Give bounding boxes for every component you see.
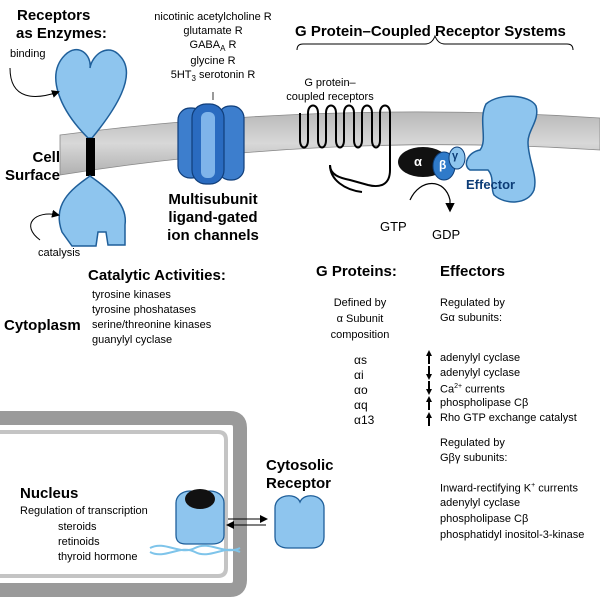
enzymes-title-line2: as Enzymes:	[16, 25, 107, 42]
catalytic-item-1: tyrosine kinases	[92, 289, 171, 301]
galpha-item-5: Rho GTP exchange catalyst	[440, 412, 577, 424]
nuclear-ligand	[185, 489, 215, 509]
effector-protein	[465, 95, 538, 203]
cell-surface-line1: Cell	[32, 149, 60, 166]
g-proteins-title: G Proteins:	[316, 263, 397, 280]
effector-arrows	[426, 350, 432, 426]
nucleus-subtitle: Regulation of transcription	[20, 505, 148, 517]
galpha-item-2: adenylyl cyclase	[440, 367, 521, 379]
galpha-heading-2: Gα subunits:	[440, 312, 502, 324]
gamma-label: γ	[452, 150, 459, 162]
cytoplasm-boundary	[0, 411, 247, 597]
gbg-heading-2: Gβγ subunits:	[440, 452, 508, 464]
gdp-label: GDP	[432, 227, 461, 242]
nucleus-item-1: steroids	[58, 521, 97, 533]
gbg-item-4: phosphatidyl inositol-3-kinase	[440, 529, 585, 541]
catalytic-item-4: guanylyl cyclase	[92, 334, 173, 346]
ion-receptor-4: glycine R	[190, 55, 236, 67]
galpha-item-3: Ca2+ currents	[440, 383, 505, 396]
gpcr-label-line2: coupled receptors	[286, 91, 374, 103]
effectors-title: Effectors	[440, 263, 506, 280]
g-proteins-desc-2: α Subunit	[336, 313, 384, 325]
cytosolic-title-line1: Cytosolic	[266, 457, 334, 474]
ion-title-line2: ligand-gated	[168, 209, 258, 226]
ion-title-line1: Multisubunit	[168, 191, 258, 208]
g-alpha-i: αi	[354, 368, 364, 382]
enzyme-receptor-catalytic-domain	[58, 175, 126, 247]
binding-arrow	[9, 67, 60, 98]
catalysis-arrow	[30, 209, 60, 241]
beta-label: β	[439, 158, 447, 172]
enzymes-title-line1: Receptors	[17, 7, 91, 24]
nucleus-item-2: retinoids	[58, 536, 100, 548]
gbg-item-3: phospholipase Cβ	[440, 513, 529, 525]
galpha-item-1: adenylyl cyclase	[440, 352, 521, 364]
gtp-label: GTP	[380, 219, 407, 234]
gbg-heading-1: Regulated by	[440, 437, 505, 449]
nuclear-envelope	[0, 430, 228, 578]
gtp-gdp-arrow	[409, 183, 455, 213]
gbg-item-2: adenylyl cyclase	[440, 497, 521, 509]
binding-label: binding	[10, 48, 46, 60]
catalytic-item-2: tyrosine phoshatases	[92, 304, 196, 316]
ion-receptor-2: glutamate R	[183, 25, 243, 37]
ion-receptor-5: 5HT3 serotonin R	[170, 69, 256, 84]
ion-title-line3: ion channels	[167, 227, 259, 244]
g-gamma-subunit	[448, 146, 466, 170]
enzyme-receptor-transmembrane	[86, 138, 95, 176]
galpha-heading-1: Regulated by	[440, 297, 505, 309]
effector-label: Effector	[466, 177, 516, 192]
cytoplasm-label: Cytoplasm	[4, 317, 81, 334]
ion-receptor-3: GABAA R	[189, 39, 237, 54]
catalytic-title: Catalytic Activities:	[88, 267, 226, 284]
galpha-item-4: phospholipase Cβ	[440, 397, 529, 409]
ion-receptor-1: nicotinic acetylcholine R	[154, 11, 272, 23]
alpha-label: α	[414, 154, 422, 169]
gpcr-label-line1: G protein–	[304, 77, 356, 89]
g-alpha-o: αo	[354, 383, 368, 397]
g-alpha-s: αs	[354, 353, 367, 367]
cytosolic-title-line2: Receptor	[266, 475, 332, 492]
enzyme-receptor-binding-domain	[55, 48, 128, 139]
nucleus-title: Nucleus	[20, 485, 79, 502]
cytosolic-receptor	[274, 495, 325, 549]
gpcr-title: G Protein–Coupled Receptor Systems	[295, 23, 566, 40]
gpcr-title-bracket	[296, 34, 574, 51]
g-proteins-desc-3: composition	[330, 329, 390, 341]
g-alpha-13: α13	[354, 413, 375, 427]
ion-channel	[177, 103, 245, 185]
g-alpha-q: αq	[354, 398, 368, 412]
g-proteins-desc-1: Defined by	[333, 297, 387, 309]
gpcr-serpentine	[299, 104, 391, 188]
catalysis-label: catalysis	[38, 247, 81, 259]
cell-surface-line2: Surface	[4, 167, 60, 184]
nucleus-item-3: thyroid hormone	[58, 551, 138, 563]
gbg-item-1: Inward-rectifying K+ currents	[440, 482, 578, 495]
catalytic-item-3: serine/threonine kinases	[92, 319, 212, 331]
